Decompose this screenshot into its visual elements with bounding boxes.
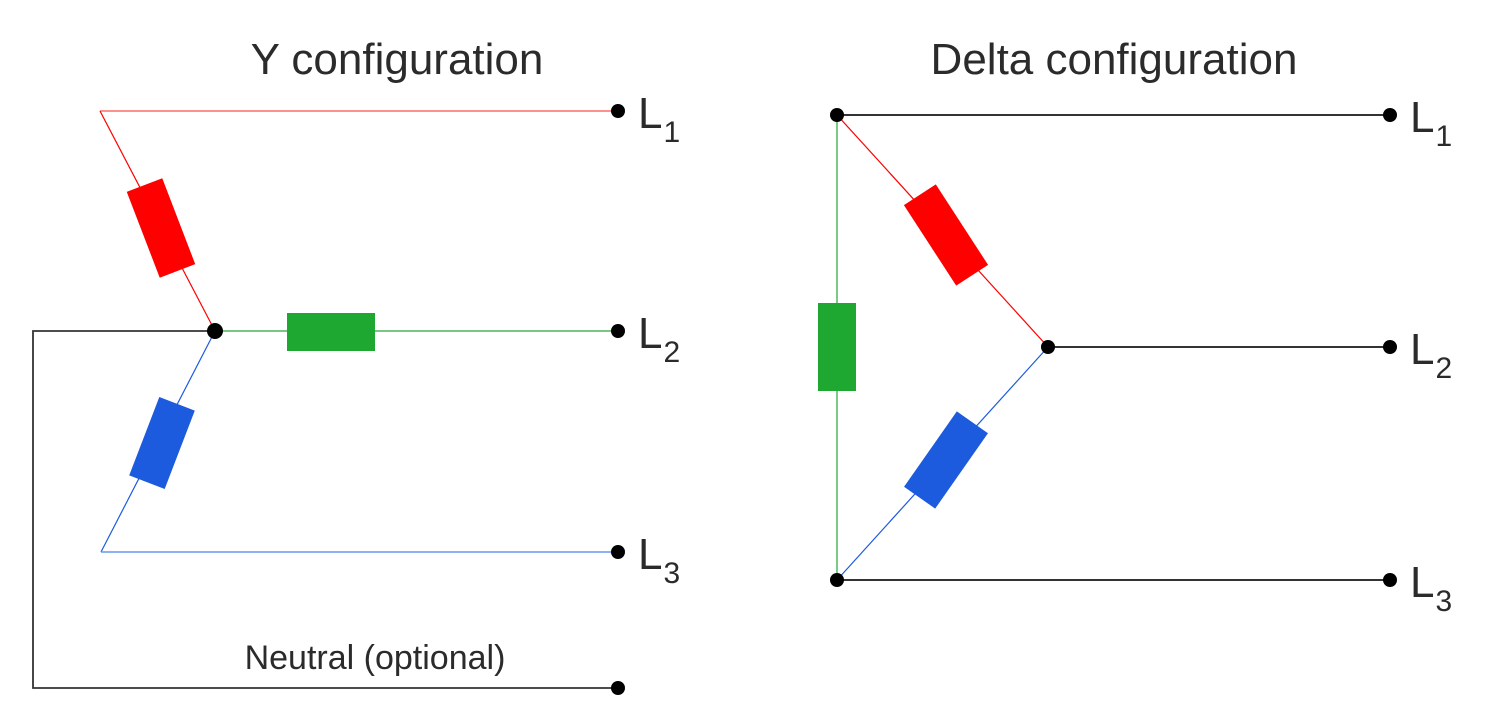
y-l3-resistor <box>129 396 195 490</box>
neutral-label: Neutral (optional) <box>245 639 506 677</box>
delta-bottom-node <box>830 573 844 587</box>
delta-l3-label: L3 <box>1410 558 1452 618</box>
y-l1-resistor <box>126 178 196 278</box>
delta-l2-terminal[interactable] <box>1383 340 1397 354</box>
delta-red-resistor <box>903 184 989 286</box>
y-l1-label: L1 <box>638 89 680 149</box>
delta-green-resistor <box>818 303 856 391</box>
y-title: Y configuration <box>251 35 544 84</box>
delta-mid-node <box>1041 340 1055 354</box>
y-l2-terminal[interactable] <box>611 324 625 338</box>
y-neutral-wire <box>32 330 618 689</box>
y-neutral-terminal[interactable] <box>611 681 625 695</box>
delta-configuration: Delta configuration L1 L2 L3 <box>818 35 1452 618</box>
delta-l2-label: L2 <box>1410 325 1452 385</box>
delta-title: Delta configuration <box>931 35 1298 84</box>
y-l2-resistor <box>287 313 375 351</box>
y-l1-terminal[interactable] <box>611 104 625 118</box>
delta-top-node <box>830 108 844 122</box>
delta-l1-terminal[interactable] <box>1383 108 1397 122</box>
y-l3-terminal[interactable] <box>611 545 625 559</box>
y-l3-label: L3 <box>638 530 680 590</box>
delta-blue-resistor <box>904 411 988 509</box>
delta-l3-terminal[interactable] <box>1383 573 1397 587</box>
delta-l1-label: L1 <box>1410 93 1452 153</box>
y-star-node <box>207 323 223 339</box>
y-l2-label: L2 <box>638 309 680 369</box>
y-configuration: Y configuration Neutral (optional) L1 L2… <box>32 35 680 695</box>
